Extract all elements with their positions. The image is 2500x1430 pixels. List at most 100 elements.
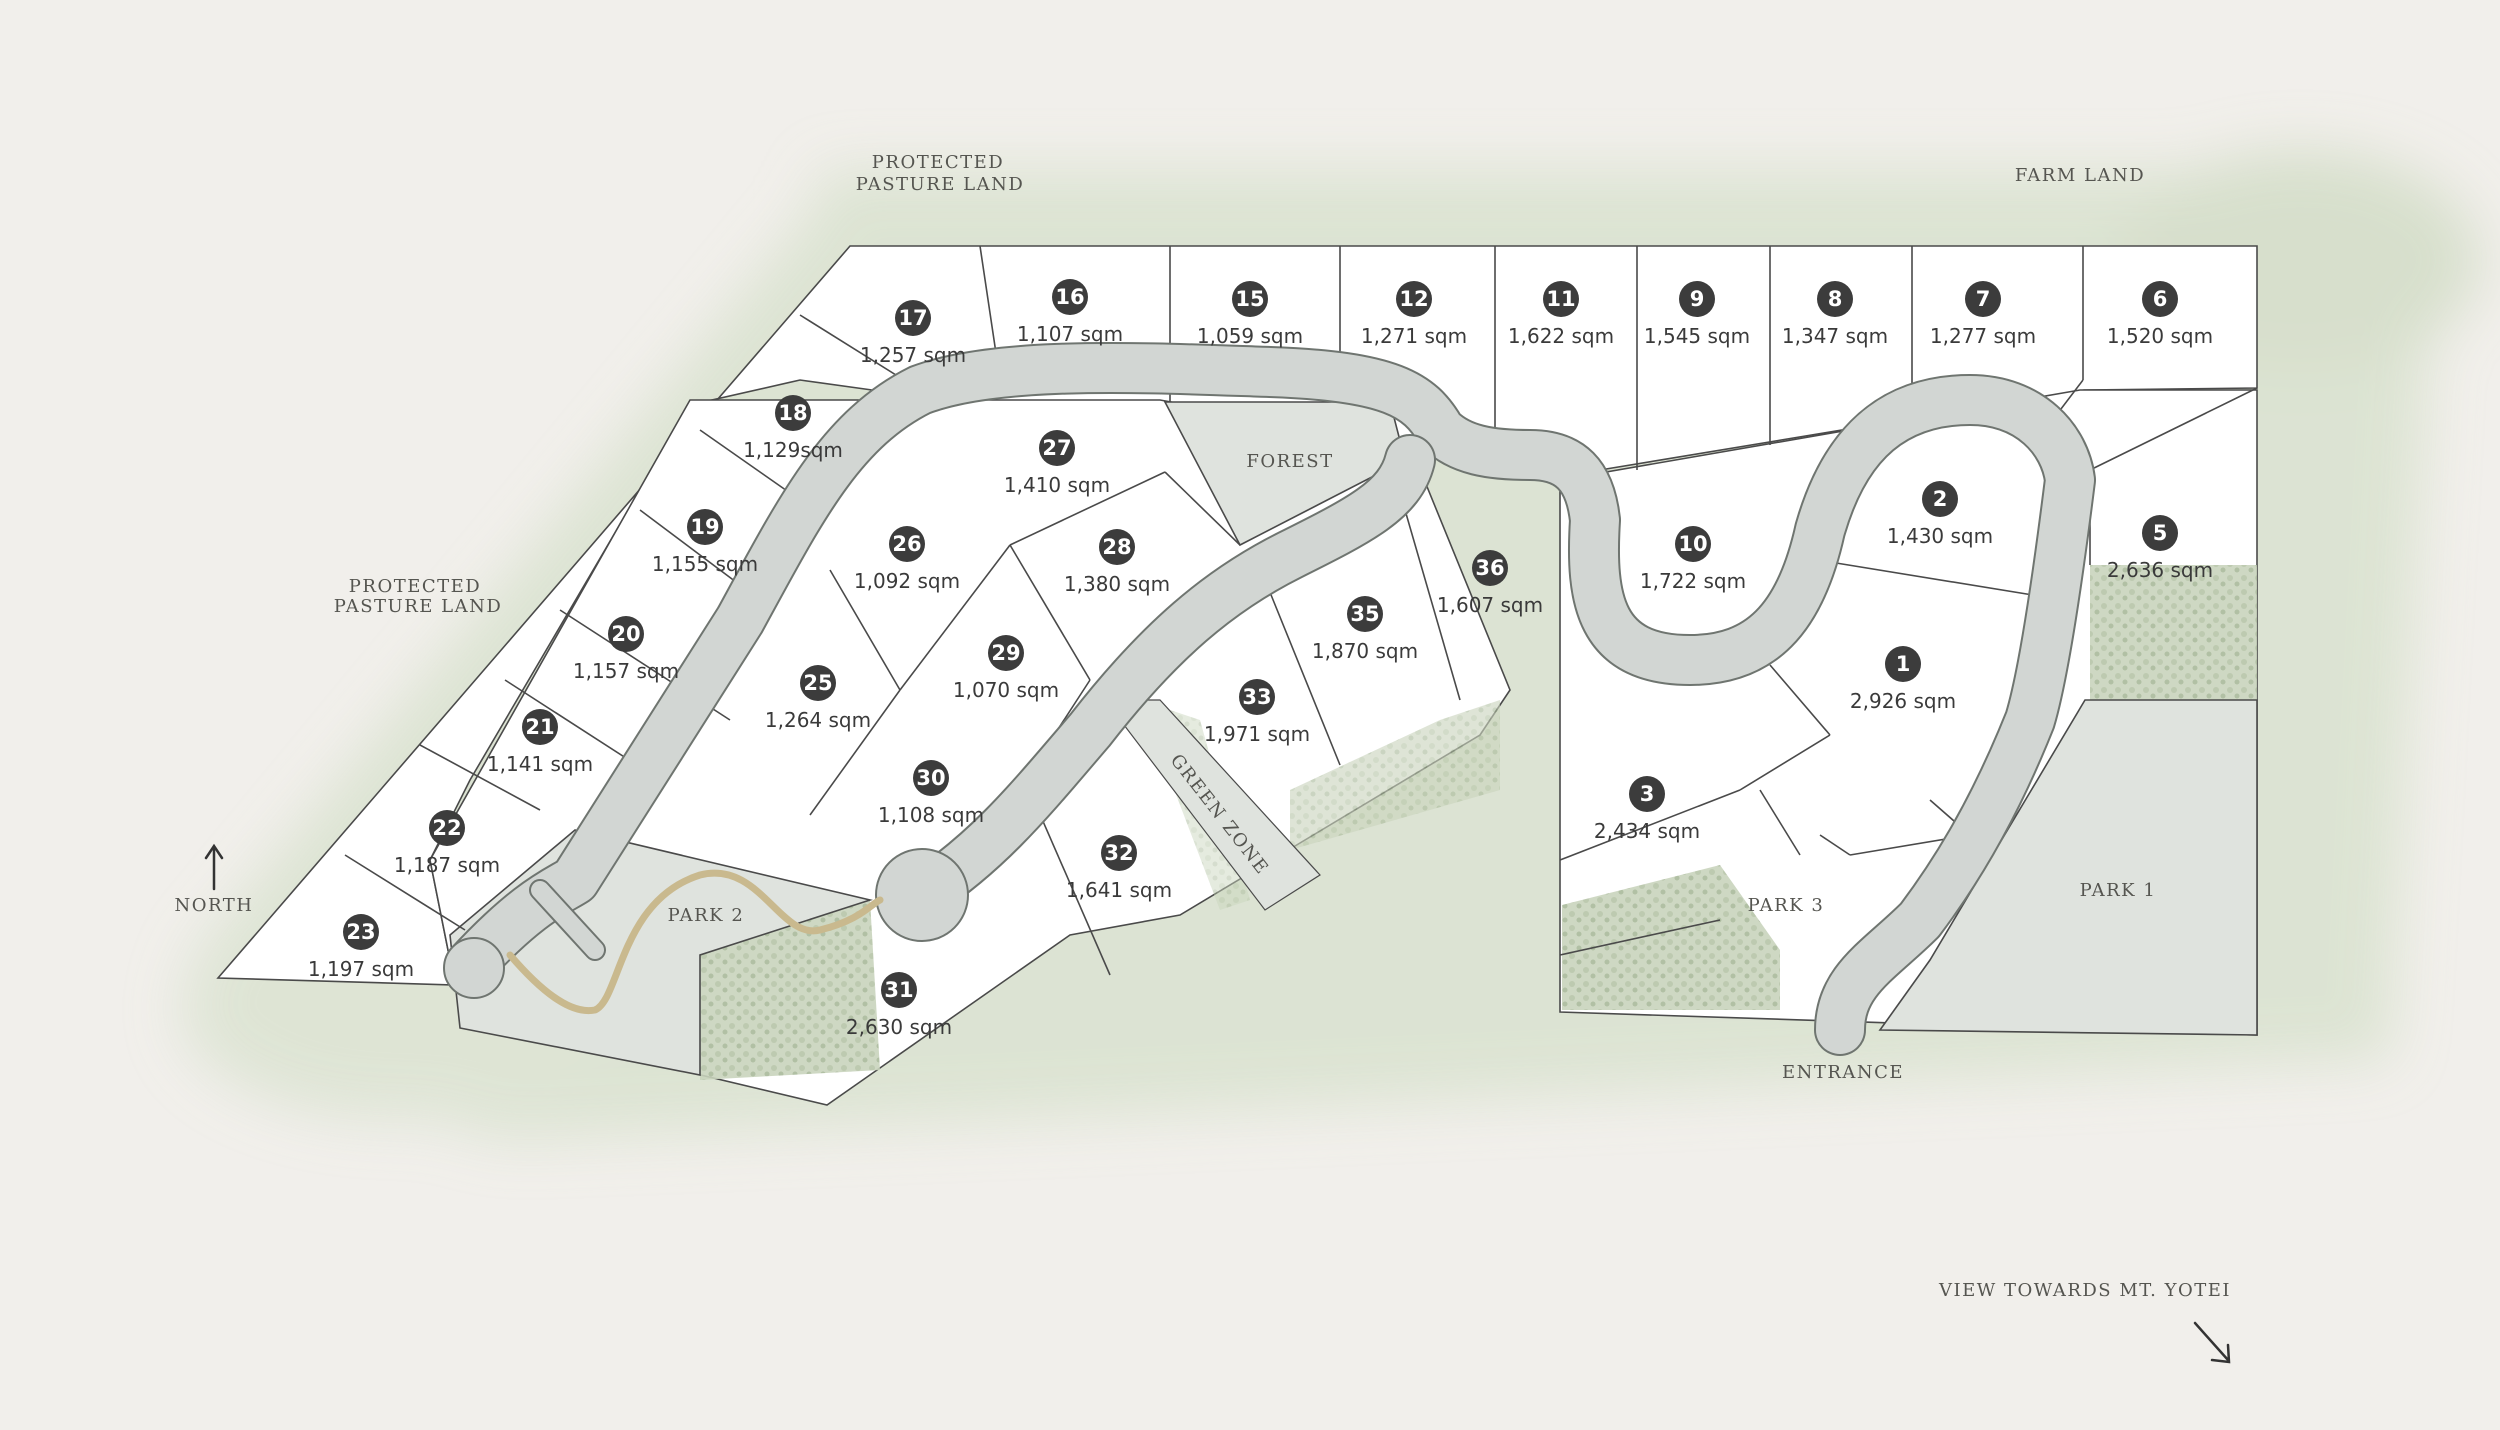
lot-marker-29[interactable]: 291,070 sqm (953, 635, 1059, 702)
lot-badge (1099, 529, 1135, 565)
lot-area: 2,926 sqm (1850, 689, 1956, 713)
lot-area: 1,187 sqm (394, 853, 500, 877)
lot-marker-10[interactable]: 101,722 sqm (1640, 526, 1746, 593)
protected-pasture-top-label-2: PASTURE LAND (856, 174, 1025, 195)
lot-marker-2[interactable]: 21,430 sqm (1887, 481, 1993, 548)
arrow-down-right-icon (2193, 1321, 2231, 1364)
lot-marker-8[interactable]: 8 1,347 sqm (1782, 281, 1888, 348)
lot-badge (1232, 281, 1268, 317)
lot-number: 21 (525, 715, 554, 739)
lot-marker-23[interactable]: 231,197 sqm (308, 914, 414, 981)
lot-badge (2142, 515, 2178, 551)
lot-marker-6[interactable]: 6 1,520 sqm (2107, 281, 2213, 348)
lot-marker-7[interactable]: 7 1,277 sqm (1930, 281, 2036, 348)
view-towards-label: VIEW TOWARDS MT. YOTEI (1938, 1280, 2231, 1301)
lot-marker-25[interactable]: 251,264 sqm (765, 665, 871, 732)
lot-marker-12[interactable]: 12 1,271 sqm (1361, 281, 1467, 348)
lot-area: 1,641 sqm (1066, 878, 1172, 902)
lot-area: 1,271 sqm (1361, 324, 1467, 348)
protected-pasture-left-label-2: PASTURE LAND (334, 596, 503, 617)
vegetation-zones (700, 565, 2257, 1080)
lot-badge (775, 395, 811, 431)
lot-marker-16[interactable]: 161,107 sqm (1017, 279, 1123, 346)
lot-marker-21[interactable]: 21 1,141 sqm (487, 709, 593, 776)
lot-badge (1629, 776, 1665, 812)
lot-number: 32 (1104, 841, 1133, 865)
lot-area: 1,257 sqm (860, 343, 966, 367)
lot-badge (1675, 526, 1711, 562)
lot-number: 9 (1690, 287, 1705, 311)
lot-marker-15[interactable]: 151,059 sqm (1197, 281, 1303, 348)
lot-badge (1347, 596, 1383, 632)
lot-marker-3[interactable]: 32,434 sqm (1594, 776, 1700, 843)
lot-badge (1922, 481, 1958, 517)
lot-badge (687, 509, 723, 545)
lot-badge (895, 300, 931, 336)
lot-area: 1,141 sqm (487, 752, 593, 776)
lot-marker-17[interactable]: 171,257 sqm (860, 300, 966, 367)
lot-number: 8 (1828, 287, 1843, 311)
forest-label: FOREST (1246, 451, 1333, 472)
lot-area: 1,722 sqm (1640, 569, 1746, 593)
lot-marker-26[interactable]: 261,092 sqm (854, 526, 960, 593)
lot-area: 1,622 sqm (1508, 324, 1614, 348)
lot-area: 1,070 sqm (953, 678, 1059, 702)
protected-pasture-left-label: PROTECTED (349, 576, 481, 597)
lot-marker-1[interactable]: 1 2,926 sqm (1850, 646, 1956, 713)
lot-marker-35[interactable]: 351,870 sqm (1312, 596, 1418, 663)
lot-number: 1 (1896, 652, 1911, 676)
lot-number: 19 (690, 515, 719, 539)
lot-area: 1,277 sqm (1930, 324, 2036, 348)
farm-land-label: FARM LAND (2015, 165, 2145, 186)
lot-marker-11[interactable]: 111,622 sqm (1508, 281, 1614, 348)
protected-pasture-top-label: PROTECTED (872, 152, 1004, 173)
lot-area: 1,347 sqm (1782, 324, 1888, 348)
lot-badge (2142, 281, 2178, 317)
lot-number: 36 (1475, 556, 1504, 580)
lot-marker-27[interactable]: 271,410 sqm (1004, 430, 1110, 497)
lot-number: 6 (2153, 287, 2168, 311)
lot-marker-5[interactable]: 5 2,636 sqm (2107, 515, 2213, 582)
park-1-label: PARK 1 (2080, 880, 2157, 901)
lot-badge (1052, 279, 1088, 315)
lot-area: 1,410 sqm (1004, 473, 1110, 497)
lot-badge (1885, 646, 1921, 682)
park-1-area (1878, 699, 2258, 1036)
lot-marker-22[interactable]: 22 1,187 sqm (394, 810, 500, 877)
lot-marker-36[interactable]: 361,607 sqm (1437, 550, 1543, 617)
entrance-label: ENTRANCE (1782, 1062, 1904, 1083)
lot-area: 1,197 sqm (308, 957, 414, 981)
lot-marker-33[interactable]: 331,971 sqm (1204, 679, 1310, 746)
lot-badge (608, 616, 644, 652)
lot-marker-30[interactable]: 301,108 sqm (878, 760, 984, 827)
lot-area: 1,520 sqm (2107, 324, 2213, 348)
lot-number: 35 (1350, 602, 1379, 626)
lot-badge (800, 665, 836, 701)
lot-badge (522, 709, 558, 745)
lot-badge (1817, 281, 1853, 317)
lot-marker-31[interactable]: 312,630 sqm (846, 972, 952, 1039)
lot-number: 5 (2153, 521, 2168, 545)
lot-marker-28[interactable]: 281,380 sqm (1064, 529, 1170, 596)
lot-area: 2,636 sqm (2107, 558, 2213, 582)
lot-badge (1101, 835, 1137, 871)
north-label: NORTH (175, 895, 254, 916)
lot-marker-19[interactable]: 191,155 sqm (652, 509, 758, 576)
lot-marker-32[interactable]: 32 1,641 sqm (1066, 835, 1172, 902)
lot-area: 2,434 sqm (1594, 819, 1700, 843)
lot-number: 7 (1976, 287, 1991, 311)
lot-area: 1,107 sqm (1017, 322, 1123, 346)
lot-area: 1,108 sqm (878, 803, 984, 827)
lot-badge (889, 526, 925, 562)
lot-badge (1543, 281, 1579, 317)
lot-number: 22 (432, 816, 461, 840)
lot-area: 1,129sqm (743, 438, 843, 462)
lot-badge (913, 760, 949, 796)
lot-number: 12 (1399, 287, 1428, 311)
lot-marker-18[interactable]: 181,129sqm (743, 395, 843, 462)
lot-badge (1239, 679, 1275, 715)
lot-marker-20[interactable]: 201,157 sqm (573, 616, 679, 683)
lot-number: 20 (611, 622, 640, 646)
lot-marker-9[interactable]: 91,545 sqm (1644, 281, 1750, 348)
